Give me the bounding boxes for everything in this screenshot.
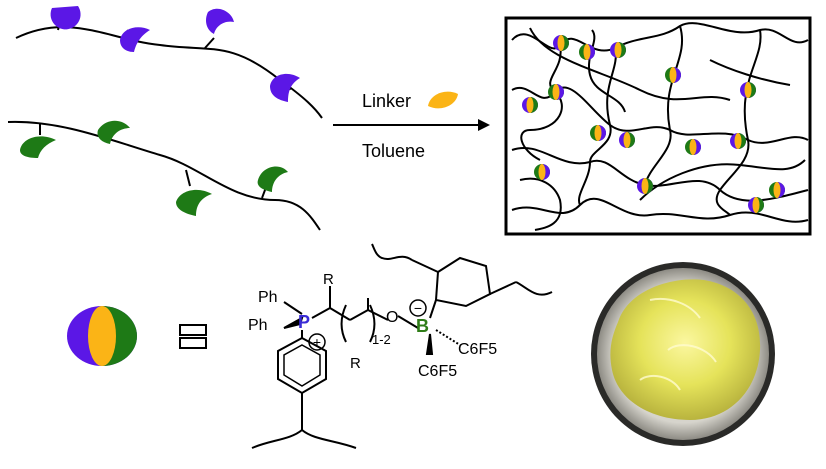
gel-photo [591,262,775,446]
svg-text:−: − [414,300,422,316]
repeat-subscript: 1-2 [372,332,391,347]
purple-moiety-3 [206,8,234,34]
chemical-structure: Ph Ph P + R R 1-2 O B − C6F5 C6F5 [248,243,553,449]
crosslink-legend-icon [67,306,137,366]
c6f5-label-b: C6F5 [418,363,457,380]
purple-moiety-4 [270,73,300,102]
oxygen-atom: O [386,309,398,326]
plus-charge: + [308,333,326,351]
boron-atom: B [416,316,429,336]
green-moiety-1 [20,136,56,158]
purple-moiety-1 [50,6,81,30]
minus-charge: − [409,299,427,317]
network-panel [504,16,812,236]
arrow-label-toluene: Toluene [362,141,425,161]
polymer-chain-green [7,120,321,231]
phosphorus-atom: P [298,312,310,332]
green-moiety-4 [257,166,288,192]
svg-text:+: + [313,334,321,350]
crosslink-nodes [522,35,785,213]
ph-top-label: Ph [258,289,278,306]
purple-moiety-2 [120,27,150,52]
arrow-label-linker: Linker [362,91,411,111]
r-top-label: R [323,271,334,288]
green-moiety-2 [97,120,130,144]
ph-left-label: Ph [248,317,268,334]
equivalence-symbol [179,324,207,349]
linker-icon [428,91,458,109]
polymer-chain-purple [15,6,323,119]
green-moiety-3 [176,189,212,216]
reaction-arrow: Linker Toluene [333,91,490,161]
r-bottom-label: R [350,355,361,372]
c6f5-label-a: C6F5 [458,341,497,358]
